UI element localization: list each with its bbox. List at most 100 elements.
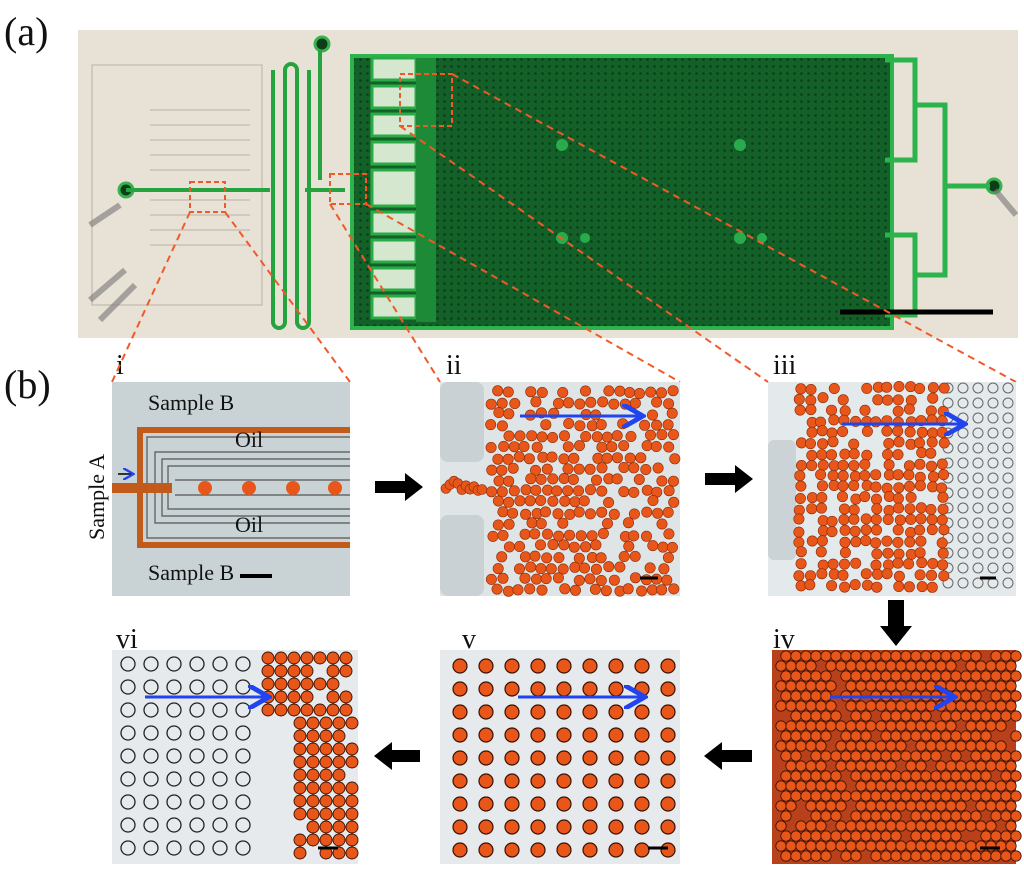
droplet — [507, 462, 519, 474]
droplet — [950, 770, 962, 782]
droplet — [795, 820, 807, 832]
filled-trap — [504, 727, 520, 743]
droplet — [945, 780, 957, 792]
droplet — [916, 557, 928, 569]
droplet — [541, 552, 553, 564]
droplet — [810, 750, 822, 762]
droplet — [815, 780, 827, 792]
droplet — [938, 469, 950, 481]
droplet — [775, 800, 787, 812]
trap — [1002, 502, 1014, 514]
droplet — [830, 770, 842, 782]
droplet — [840, 830, 852, 842]
droplet — [563, 417, 575, 429]
trap — [957, 457, 969, 469]
droplet — [892, 536, 904, 548]
droplet — [590, 539, 602, 551]
droplet — [960, 850, 972, 862]
droplet — [859, 458, 871, 470]
droplet — [651, 396, 663, 408]
droplet — [780, 810, 792, 822]
step-arrows — [374, 465, 912, 770]
step-arrow-iii-to-iv — [880, 600, 912, 646]
droplet — [1005, 680, 1017, 692]
droplets-i — [198, 481, 342, 495]
filled-trap — [504, 704, 520, 720]
droplet — [875, 680, 887, 692]
empty-trap — [189, 748, 205, 764]
droplet — [491, 583, 503, 595]
droplet — [608, 398, 620, 410]
droplet — [800, 670, 812, 682]
droplet — [890, 770, 902, 782]
droplet — [985, 760, 997, 772]
traps-vi — [120, 656, 251, 856]
droplet — [492, 519, 504, 531]
panel-label-b: (b) — [4, 362, 51, 407]
droplet — [870, 559, 882, 571]
droplet — [975, 820, 987, 832]
droplet — [850, 830, 862, 842]
droplet — [547, 473, 559, 485]
droplet — [332, 794, 346, 808]
droplet — [965, 660, 977, 672]
droplet — [950, 830, 962, 842]
label-sample-a: Sample A — [84, 454, 109, 540]
droplet — [893, 380, 905, 392]
droplet — [905, 660, 917, 672]
droplet — [815, 700, 827, 712]
droplet — [930, 770, 942, 782]
droplet — [332, 833, 346, 847]
droplet — [287, 664, 301, 678]
droplet — [547, 538, 559, 550]
droplet — [300, 651, 314, 665]
droplet — [861, 579, 873, 591]
droplet — [883, 437, 895, 449]
droplet — [339, 690, 353, 704]
empty-trap — [235, 817, 251, 833]
trap — [972, 562, 984, 574]
droplet — [293, 794, 307, 808]
droplet — [839, 581, 851, 593]
droplet — [893, 436, 905, 448]
droplet — [930, 750, 942, 762]
droplet — [830, 810, 842, 822]
droplet — [1000, 770, 1012, 782]
droplet — [980, 730, 992, 742]
droplet — [905, 720, 917, 732]
droplet — [910, 850, 922, 862]
droplet — [319, 755, 333, 769]
droplet — [345, 794, 359, 808]
droplet — [960, 670, 972, 682]
droplet — [585, 396, 597, 408]
droplet — [785, 760, 797, 772]
droplet — [820, 650, 832, 662]
droplet — [535, 518, 547, 530]
droplet — [780, 670, 792, 682]
trap — [1002, 577, 1014, 589]
droplet — [845, 680, 857, 692]
droplet — [845, 820, 857, 832]
droplet — [1000, 750, 1012, 762]
filled-trap — [582, 773, 598, 789]
droplet — [503, 496, 515, 508]
droplet — [895, 680, 907, 692]
droplet — [319, 820, 333, 834]
filled-trap — [556, 842, 572, 858]
trap — [972, 397, 984, 409]
droplet — [950, 650, 962, 662]
droplet — [890, 670, 902, 682]
droplet — [502, 585, 514, 597]
empty-trap — [166, 725, 182, 741]
droplet — [332, 716, 346, 730]
droplet — [785, 700, 797, 712]
droplet — [925, 569, 937, 581]
droplet — [557, 386, 569, 398]
droplet — [816, 480, 828, 492]
droplet — [274, 651, 288, 665]
droplet — [937, 547, 949, 559]
droplet — [835, 840, 847, 852]
filled-trap — [608, 773, 624, 789]
droplet — [861, 425, 873, 437]
droplet — [855, 720, 867, 732]
